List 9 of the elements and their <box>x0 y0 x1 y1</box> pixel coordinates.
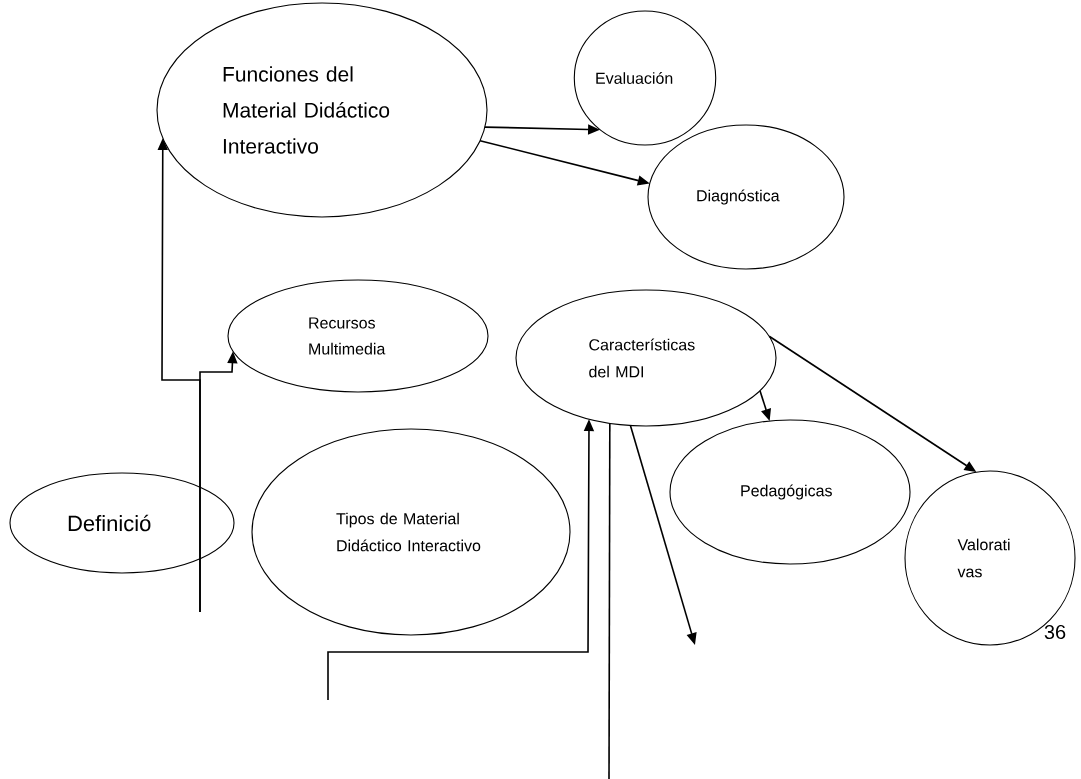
ellipse-node: Características del MDI <box>515 289 777 427</box>
ellipse-node: Tipos de Material Didáctico Interactivo <box>251 428 571 636</box>
page-number: 36 <box>1044 624 1066 640</box>
ellipse-node: Diagnóstica <box>647 124 845 270</box>
ellipse-node: Funciones del Material Didáctico Interactivo <box>156 2 488 218</box>
ellipse-node: Evaluación <box>573 10 717 146</box>
ellipse-node: Pedagógicas <box>669 419 911 565</box>
ellipse-node: Definició <box>9 472 235 574</box>
ellipse-node: Recursos Multimedia <box>227 279 489 393</box>
